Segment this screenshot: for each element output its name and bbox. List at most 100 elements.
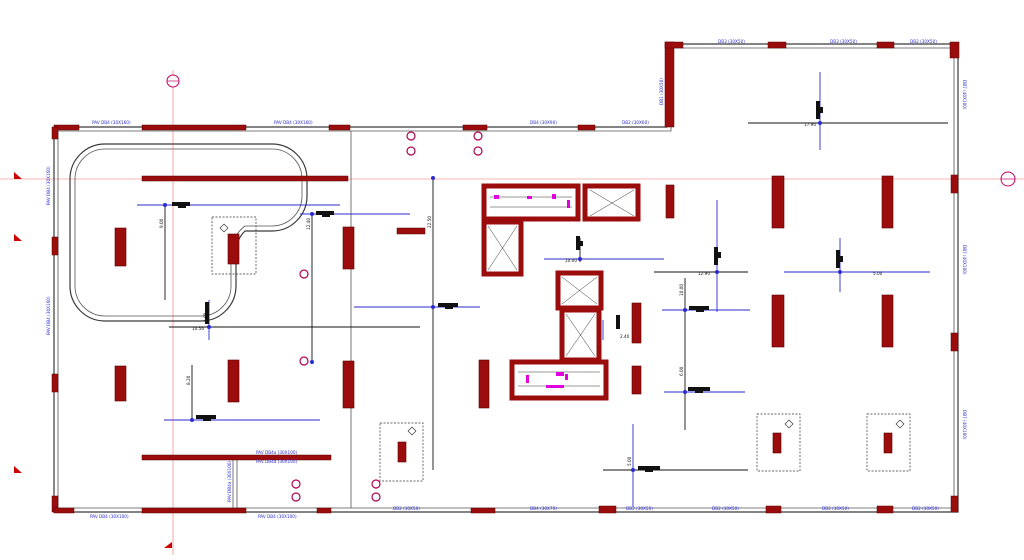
beam-label: PAV DB4a (30X100) [227,460,232,502]
grid-marker-right [1000,171,1016,187]
dimension-label: 10.00 [679,284,684,296]
column [227,233,240,265]
beam-label: DB4 (30X90) [530,120,557,125]
beam-label: DB2 (30X50) [626,506,653,511]
column [631,365,642,395]
beam-label: PAV DB4 (30X160) [92,120,131,125]
drain-icon [299,269,309,279]
beam [664,41,675,128]
beam [598,505,617,514]
column [881,175,894,229]
elevator-left [481,219,524,277]
dimension-labels: 9.00 12.40 10.56 8.20 22.50 10.00 2.40 1… [159,122,883,466]
beam [51,126,59,140]
beam [396,227,426,235]
dimension-label: 8.20 [186,375,191,385]
beam [51,236,59,256]
dimension-label: 9.00 [159,218,164,228]
beam [141,507,247,514]
beam-label: DB3 (30X50) [718,39,745,44]
column [114,365,127,402]
dimension-label: 5.00 [627,456,632,466]
beam-label: PAV DB4 (30X160) [274,120,313,125]
beam-label: DB7 (40X100) [962,80,967,110]
drain-icon [406,146,416,156]
beam [577,124,596,131]
beam [316,507,332,514]
beam-label: PAV DB4 (30X160) [46,166,51,205]
dimension-label: 5.00 [203,312,208,322]
column [114,227,127,267]
drain-icon [299,356,309,366]
beam-label: DB7 (40X100) [962,410,967,440]
beam-label: DB2 (30X50) [712,506,739,511]
perimeter-beams [51,41,960,514]
beam [462,124,488,131]
interior-walls [69,131,352,508]
column-bases [211,216,911,482]
dimension-lines [137,72,948,507]
beam [950,332,959,352]
section-arrow-3 [14,466,22,473]
dimension-label: 12.40 [306,218,311,230]
beam-label: PAV DB4 (30X100) [258,514,297,519]
beam-label: DB1 (30X50) [659,78,664,105]
beam [141,175,349,182]
beam-label: PAV DB4a (30X100) [256,450,298,455]
column [771,175,785,229]
dimension-label: 12.90 [698,271,710,276]
beam-label: DB2 (30X60) [622,120,649,125]
beam-label: DB2 (30X50) [822,506,849,511]
drain-symbols [291,131,483,502]
beam-label: PAV DB4a (30X100) [256,459,298,464]
section-arrow-1 [14,172,22,179]
column [631,302,642,344]
base-markers [219,223,905,436]
drain-icon [406,131,416,141]
column [397,441,407,463]
beam-label: DB2 (30X50) [393,506,420,511]
column [772,432,782,454]
beam-label: PAV DB4 (30X100) [90,514,129,519]
column [881,294,894,348]
beam [141,124,247,131]
column [227,359,240,403]
beam [876,505,894,514]
beam-label: DB3 (30X50) [830,39,857,44]
dimension-label: 10.00 [565,258,577,263]
stair-core [481,183,641,401]
drain-icon [291,492,301,502]
column [342,360,355,409]
beam [876,41,895,49]
elevator-mid [555,270,604,311]
beam [950,174,959,194]
beam [53,507,75,514]
column [342,226,355,270]
beam [949,41,960,59]
dimension-label: 10.56 [192,326,204,331]
beam [141,454,332,461]
drain-icon [371,479,381,489]
drain-icon [291,479,301,489]
drain-icon [473,146,483,156]
stair-upper [481,183,581,222]
column [883,432,893,454]
section-arrow-4 [164,542,172,548]
column [478,359,490,409]
beam [51,373,59,393]
dimension-label: 5.00 [873,271,883,276]
dim-nodes [163,121,842,472]
column [771,294,785,348]
drain-icon [371,492,381,502]
beam-label: PAV DB4 (30X160) [46,296,51,335]
beam [767,41,787,49]
level-markers [172,101,843,472]
beam-label: DB2 (30X50) [912,506,939,511]
section-arrow-2 [14,234,22,241]
beam [765,505,782,514]
drain-icon [473,131,483,141]
beam-label: DB7 (40X100) [962,245,967,275]
beam [950,495,959,513]
beam-labels: PAV DB4 (30X160) PAV DB4 (30X160) DB4 (3… [46,39,967,519]
